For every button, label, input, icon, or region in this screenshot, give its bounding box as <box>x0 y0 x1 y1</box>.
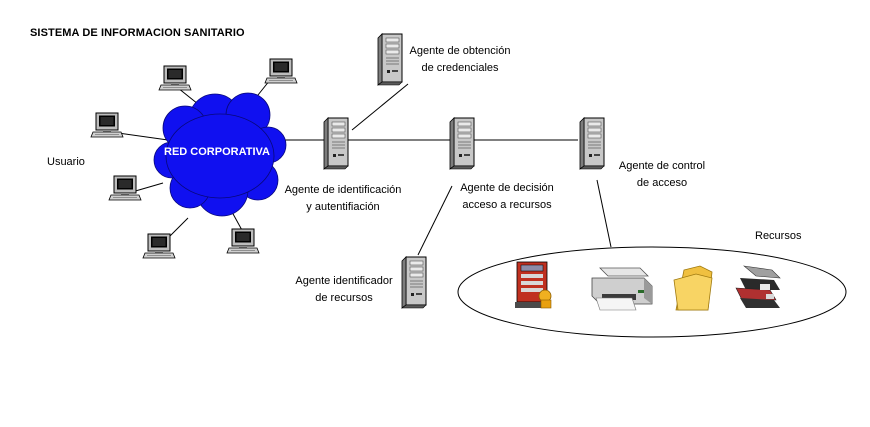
network-cloud <box>153 92 287 217</box>
agent-decision-label: Agente de decisión acceso a recursos <box>460 182 554 211</box>
user-computer-6 <box>226 228 260 254</box>
line-user-4 <box>131 182 164 193</box>
agent-control-label: Agente de control de acceso <box>618 160 706 189</box>
resources-ellipse <box>457 246 847 338</box>
resources-label: Recursos <box>755 230 802 242</box>
server-identificacion <box>323 117 349 170</box>
database-icon <box>515 261 552 309</box>
agent-identificador-label: Agente identificador de recursos <box>295 275 393 304</box>
line-identificador <box>417 185 453 256</box>
agent-credenciales-label: Agente de obtención de credenciales <box>409 45 511 74</box>
user-computer-4 <box>108 175 142 201</box>
printer-icon <box>591 267 653 311</box>
users-label: Usuario <box>47 156 85 168</box>
diagram-title: SISTEMA DE INFORMACION SANITARIO <box>30 27 245 39</box>
user-computer-2 <box>158 65 192 91</box>
network-cloud-label: RED CORPORATIVA <box>164 146 270 158</box>
server-credenciales <box>377 33 403 86</box>
server-identificador <box>401 256 427 309</box>
server-decision <box>449 117 475 170</box>
user-computer-3 <box>264 58 298 84</box>
server-control <box>579 117 605 170</box>
agent-identificacion-label: Agente de identificación y autentifiació… <box>284 184 402 213</box>
software-box-icon <box>735 265 781 308</box>
user-computer-5 <box>142 233 176 259</box>
line-recursos <box>596 179 612 248</box>
folder-icon <box>673 265 713 311</box>
user-computer-1 <box>90 112 124 138</box>
line-user-2 <box>177 87 199 105</box>
line-user-1 <box>117 132 169 141</box>
line-credenciales <box>351 83 409 131</box>
